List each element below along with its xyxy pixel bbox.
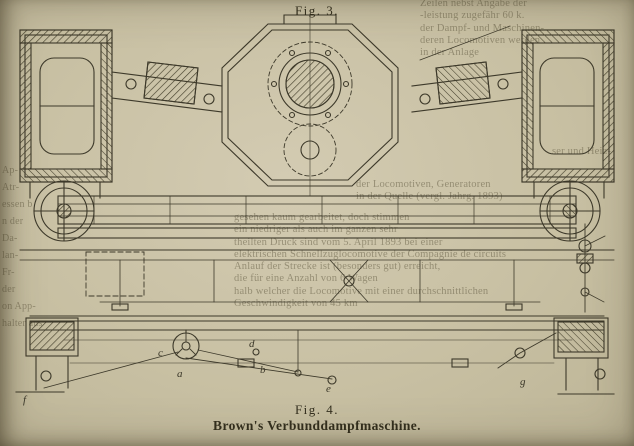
bleed-line: Ap- (2, 165, 19, 176)
part-label-c: c (158, 347, 163, 359)
left-piston-arm (111, 61, 223, 113)
bleed-line: ser und Heiz- (552, 146, 612, 157)
bleed-line: Da- (2, 233, 18, 244)
bleed-line: n der (2, 216, 24, 227)
right-piston-arm (411, 61, 523, 113)
part-label-e: e (326, 383, 331, 395)
part-label-f: f (23, 394, 28, 406)
bleed-line: halb welcher die Locomotive mit einer du… (234, 285, 489, 297)
part-label-a: a (177, 368, 183, 380)
bleed-line: der Dampf- und Maschinen- (420, 22, 545, 34)
main-beam (57, 195, 577, 239)
bleed-line: Anlauf der Strecke ist (besonders gut) e… (234, 261, 441, 273)
right-cylinder-housing (521, 29, 615, 199)
right-valve-gear (576, 223, 606, 313)
bleed-line: elektrischen Schnellzuglocomotive der Co… (234, 248, 507, 260)
bleed-line: Geschwindigkeit von 45 km (234, 298, 358, 310)
bleed-line: on App- (2, 301, 36, 312)
bleed-line: der Locomotiven, Generatoren (356, 179, 491, 190)
fig4-label: Fig. 4. (294, 402, 340, 417)
page-edge-text-right-small: ser und Heiz- (552, 146, 632, 158)
page-edge-text-top-right: Zeilen nebst Angabe der -leistung zugefä… (420, 0, 632, 59)
bleed-line: halter aus (2, 318, 43, 329)
right-trunnion-wheel (539, 180, 601, 242)
bleed-line: theilten Druck sind vom 5. April 1893 be… (234, 236, 443, 248)
bleed-line: -leistung zugefähr 60 k. (420, 10, 525, 22)
bleed-line: der (2, 284, 16, 295)
part-label-b: b (260, 364, 266, 376)
figure-caption: Brown's Verbunddampfmaschine. (213, 418, 421, 433)
bleed-line: deren Locomotiven werden (420, 34, 541, 46)
bleed-line: in der Anlage (420, 47, 480, 59)
page-edge-text-left: Ap- Atr- essen b n der Da- lan- Fr- der … (2, 162, 56, 332)
central-crank-block (221, 14, 511, 197)
fig3-label: Fig. 3. (294, 3, 340, 18)
page-edge-text-mid-right: der Locomotiven, Generatoren in der Quel… (356, 179, 632, 204)
part-label-d: d (249, 338, 255, 350)
part-label-g: g (520, 376, 526, 388)
bleed-line: lan- (2, 250, 19, 261)
fig4-running-gear (15, 315, 615, 395)
bleed-line: Atr- (2, 182, 20, 193)
bleed-line: die für eine Anzahl von 6 Wagen (234, 273, 378, 285)
bleed-line: ein niedriger als auch im ganzen sehr (234, 224, 398, 236)
left-cylinder-housing (19, 29, 113, 199)
part-labels: c d a b e f g (23, 338, 526, 406)
bleed-line: essen b (2, 199, 33, 210)
sub-frame (19, 249, 615, 311)
bleed-line: in der Quelle (vergl. Jahrg. 1893) (356, 191, 503, 203)
left-trunnion-wheel (33, 180, 95, 242)
bleed-line: Fr- (2, 267, 15, 278)
bleed-line: Zeilen nebst Angabe der (420, 0, 527, 9)
